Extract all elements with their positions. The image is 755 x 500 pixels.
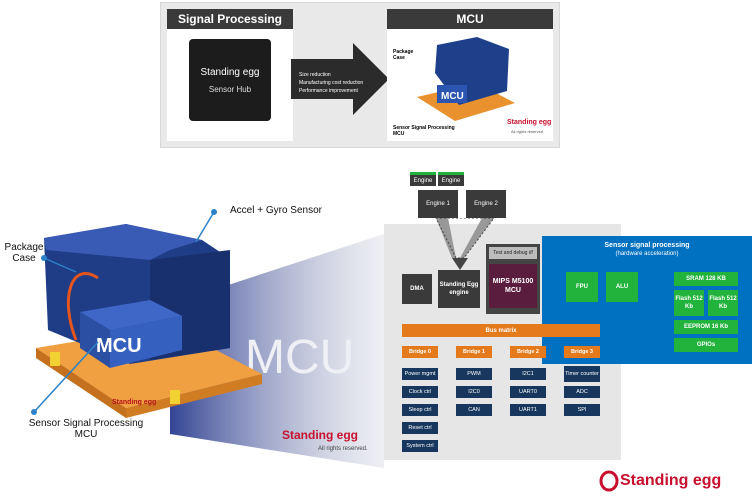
benefit-item: Performance improvement (299, 88, 358, 94)
bridge-item: ADC (564, 386, 600, 398)
bridge-item: UART0 (510, 386, 546, 398)
sensor-hub-chip: Standing egg Sensor Hub (189, 39, 271, 121)
bridge-item: Timer counter (564, 366, 600, 382)
alu-box: ALU (606, 272, 638, 302)
bridge-item: System ctrl (402, 440, 438, 452)
substrate-logo: Standing egg (112, 399, 157, 406)
engine2-box: Engine 2 (466, 190, 506, 218)
bus-matrix: Bus matrix (402, 324, 600, 337)
bridge-1-header: Bridge 1 (456, 346, 492, 358)
mips-container: Test and debug i/f MIPS M5100 MCU (486, 244, 540, 314)
figure-logo: Standing egg (282, 428, 358, 442)
benefit-item: Manufacturing cost reduction (299, 80, 364, 86)
dma-box: DMA (402, 274, 432, 304)
gpios-box: GPIOs (674, 338, 738, 352)
right-panel: MCU Package Case MCU Sensor Signal Proce… (387, 9, 553, 141)
sensor-signal-processing-block: Sensor signal processing (hardware accel… (542, 236, 752, 364)
mini-sensor-label: Sensor Signal Processing MCU (393, 125, 455, 137)
bridge-item: Clock ctrl (402, 386, 438, 398)
arrow-icon (291, 43, 389, 115)
logo-egg-icon (599, 470, 619, 492)
mini-rights: All rights reserved. (511, 129, 545, 134)
bridge-item: UART1 (510, 404, 546, 416)
package-case-label: Package Case (4, 242, 44, 264)
footer-logo: Standing egg (620, 472, 722, 489)
engine-small-box: Engine (410, 172, 436, 186)
ssp-subtitle: (hardware acceleration) (615, 251, 679, 257)
standing-egg-engine-box: Standing Egg engine (438, 270, 480, 308)
mini-package-label: Package Case (393, 49, 414, 61)
leader-lines (31, 209, 217, 415)
sram-box: SRAM 128 KB (674, 272, 738, 286)
flash-box-2: Flash 512 Kb (708, 290, 738, 316)
figure-rights: All rights reserved. (318, 446, 368, 452)
bridge-item: Reset ctrl (402, 422, 438, 434)
top-summary-slide: Signal Processing MCU Standing egg Senso… (160, 2, 560, 148)
chip-subtitle: Sensor Hub (208, 85, 252, 94)
bridge-item: CAN (456, 404, 492, 416)
mini-mcu-label: MCU (441, 91, 464, 102)
bridge-item: SPI (564, 404, 600, 416)
engine1-box: Engine 1 (418, 190, 458, 218)
engine-small-box: Engine (438, 172, 464, 186)
eeprom-box: EEPROM 16 Kb (674, 320, 738, 334)
engine-funnel (435, 218, 495, 270)
bridge-item: I2C0 (456, 386, 492, 398)
right-panel-title: MCU (387, 9, 553, 29)
flash-box-1: Flash 512 Kb (674, 290, 704, 316)
left-panel-title: Signal Processing MCU (167, 9, 293, 46)
chip-brand: Standing egg (200, 67, 260, 78)
accel-gyro-label: Accel + Gyro Sensor (230, 205, 322, 216)
bridge-0-header: Bridge 0 (402, 346, 438, 358)
fpu-box: FPU (566, 272, 598, 302)
bridge-item: Sleep ctrl (402, 404, 438, 416)
left-panel: Signal Processing MCU Standing egg Senso… (167, 9, 293, 141)
benefit-list: Size reduction Manufacturing cost reduct… (299, 71, 379, 95)
bridge-3-header: Bridge 3 (564, 346, 600, 358)
bridge-item: Power mgmt (402, 368, 438, 380)
mips-box: MIPS M5100 MCU (489, 264, 537, 308)
test-debug-box: Test and debug i/f (489, 247, 537, 259)
mcu-block-label: MCU (96, 335, 142, 357)
big-mcu-text: MCU (245, 331, 355, 384)
bridge-item: PWM (456, 368, 492, 380)
bridge-2-header: Bridge 2 (510, 346, 546, 358)
sensor-mcu-label: Sensor Signal Processing MCU (28, 418, 144, 440)
mini-logo: Standing egg (507, 119, 552, 126)
benefit-item: Size reduction (299, 72, 331, 78)
mcu-package-illustration (36, 224, 262, 418)
mcu-package-mini-illustration (417, 37, 515, 121)
bridge-item: I2C1 (510, 368, 546, 380)
ssp-title: Sensor signal processing (604, 242, 690, 249)
